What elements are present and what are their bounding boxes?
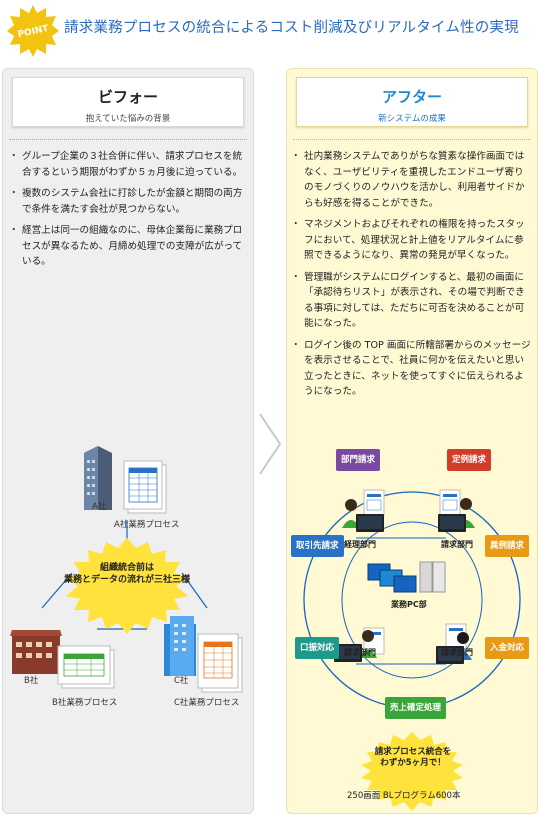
after-burst-shape bbox=[361, 732, 463, 811]
after-footer-note: 250画面 BLプログラム600本 bbox=[347, 791, 461, 801]
after-burst-text: 請求プロセス統合を わずか5ヶ月で！ bbox=[353, 747, 473, 769]
header: POINT 請求業務プロセスの統合によるコスト削減及びリアルタイム性の実現 bbox=[0, 0, 540, 60]
before-divider bbox=[9, 139, 247, 140]
before-burst-text: 組織統合前は 業務とデータの流れが三社三様 bbox=[58, 562, 196, 586]
document-b-icon bbox=[57, 645, 115, 689]
process-c-label: C社業務プロセス bbox=[174, 698, 240, 708]
after-bullet-list: 社内業務システムでありがちな質素な操作画面ではなく、ユーザビリティを重視したエン… bbox=[291, 149, 533, 406]
before-title-card: ビフォー 抱えていた悩みの背景 bbox=[12, 77, 244, 127]
after-bullet: ログイン後の TOP 画面に所轄部署からのメッセージを表示させることで、社員に何… bbox=[291, 338, 533, 400]
building-c-icon bbox=[164, 616, 196, 676]
building-b-icon bbox=[10, 630, 62, 674]
before-subtitle: 抱えていた悩みの背景 bbox=[85, 114, 171, 124]
connector-line bbox=[41, 572, 73, 609]
node-center-label: 業務PC部 bbox=[391, 600, 427, 609]
central-servers-icon bbox=[367, 561, 446, 593]
after-burst-line2: わずか5ヶ月で！ bbox=[380, 758, 446, 768]
after-subtitle: 新システムの成果 bbox=[378, 114, 446, 124]
node-billing-bottom-right-label: 請求部門 bbox=[441, 648, 473, 657]
before-diagram-graphics bbox=[10, 446, 243, 693]
after-title: アフター bbox=[381, 88, 442, 106]
billing-workstation-top-right-icon bbox=[438, 489, 475, 532]
after-bullet: 社内業務システムでありがちな質素な操作画面ではなく、ユーザビリティを重視したエン… bbox=[291, 149, 533, 211]
tag-irregular-billing: 異例請求 bbox=[485, 535, 530, 557]
company-b-label: B社 bbox=[24, 676, 39, 686]
after-bullet: マネジメントおよびそれぞれの権限を持ったスタッフにおいて、処理状況と計上値をリア… bbox=[291, 217, 533, 264]
node-billing-top-right-label: 請求部門 bbox=[441, 540, 473, 549]
before-title: ビフォー bbox=[97, 88, 158, 106]
before-bullet: 複数のシステム会社に打診したが金額と期間の両方で条件を満たす会社が見つからない。 bbox=[9, 186, 247, 217]
before-burst-line2: 業務とデータの流れが三社三様 bbox=[63, 575, 190, 585]
company-a-label: A社 bbox=[92, 502, 107, 512]
tag-transfer: 口振対応 bbox=[295, 637, 340, 659]
process-a-label: A社業務プロセス bbox=[114, 520, 180, 530]
billing-workstation-bottom-right-icon bbox=[436, 623, 472, 664]
tag-dept-billing: 部門請求 bbox=[336, 449, 381, 471]
before-diagram: A社 A社業務プロセス 組織統合前は 業務とデータの流れが三社三様 B社 B社業… bbox=[2, 68, 254, 814]
before-bullet-list: グループ企業の３社合併に伴い、請求プロセスを統合するという期限がわずか５ヵ月後に… bbox=[9, 149, 247, 276]
before-bullet: 経営上は同一の組織なのに、母体企業毎に業務プロセスが異なるため、月締め処理での支… bbox=[9, 223, 247, 270]
after-burst-line1: 請求プロセス統合を bbox=[374, 747, 452, 757]
document-a-icon bbox=[123, 460, 167, 514]
after-panel: アフター 新システムの成果 社内業務システムでありがちな質素な操作画面ではなく、… bbox=[286, 68, 538, 814]
after-title-card: アフター 新システムの成果 bbox=[296, 77, 528, 127]
before-burst-shape bbox=[66, 538, 188, 634]
building-a-icon bbox=[84, 446, 112, 510]
after-diagram-graphics bbox=[303, 489, 521, 811]
tag-payment: 入金対応 bbox=[485, 637, 530, 659]
after-bullet: 管理職がシステムにログインすると、最初の画面に「承認待ちリスト」が表示され、その… bbox=[291, 270, 533, 332]
billing-workstation-bottom-left-icon bbox=[334, 627, 385, 662]
before-bullet: グループ企業の３社合併に伴い、請求プロセスを統合するという期限がわずか５ヵ月後に… bbox=[9, 149, 247, 180]
document-c-icon bbox=[197, 633, 243, 693]
accounting-workstation-icon bbox=[342, 489, 385, 532]
tag-regular-billing: 定例請求 bbox=[447, 449, 492, 471]
page-title: 請求業務プロセスの統合によるコスト削減及びリアルタイム性の実現 bbox=[64, 20, 519, 36]
after-divider bbox=[293, 139, 531, 140]
chevron-right-icon bbox=[259, 413, 282, 475]
before-burst-line1: 組織統合前は bbox=[99, 563, 154, 573]
company-c-label: C社 bbox=[174, 676, 189, 686]
node-billing-bottom-left-label: 請求部門 bbox=[344, 648, 376, 657]
point-badge-icon: POINT bbox=[7, 5, 59, 57]
inner-cycle bbox=[341, 521, 483, 679]
node-accounting-label: 経理部門 bbox=[344, 540, 376, 549]
tag-sales-confirm: 売上確定処理 bbox=[385, 697, 447, 719]
process-b-label: B社業務プロセス bbox=[52, 698, 118, 708]
tag-partner-billing: 取引先請求 bbox=[291, 535, 344, 557]
